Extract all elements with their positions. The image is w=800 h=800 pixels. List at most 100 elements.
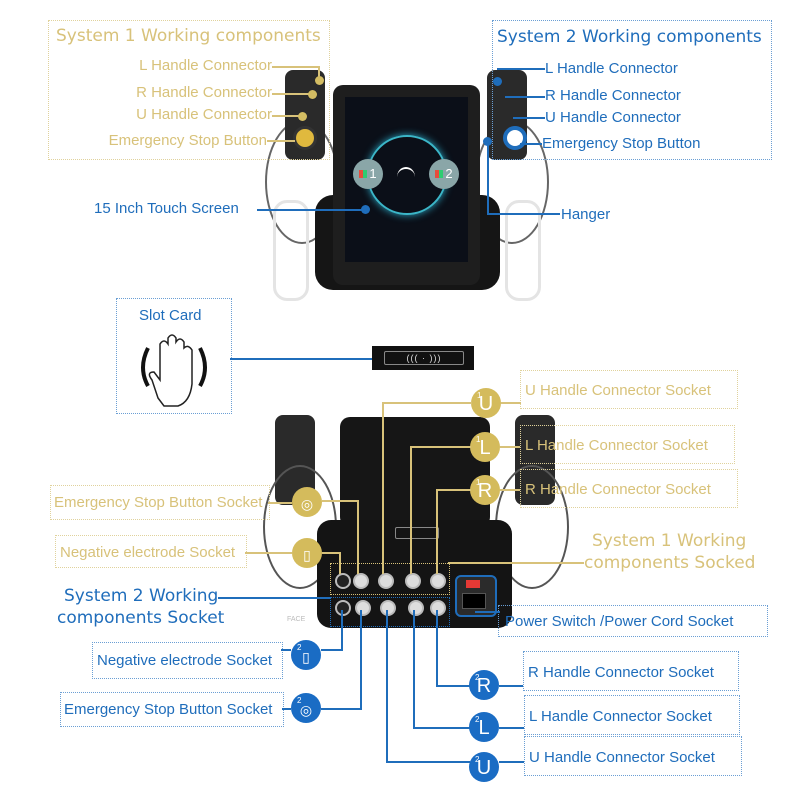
s1-emergency-circle: ◎: [292, 487, 322, 517]
leader-line: [436, 685, 470, 687]
s2-l-handle-label: L Handle Connector: [545, 60, 678, 77]
s1-negative-socket[interactable]: [335, 573, 351, 589]
touch-screen[interactable]: 1 2: [345, 97, 468, 262]
s1-emergency-socket[interactable]: [353, 573, 369, 589]
leader-line: [322, 500, 358, 502]
s2-emergency-label: Emergency Stop Button: [542, 135, 701, 152]
s2-r-socket[interactable]: [430, 600, 446, 616]
leader-line: [357, 500, 359, 574]
leader-dot: [308, 90, 317, 99]
leader-line: [322, 552, 340, 554]
hanger-label: Hanger: [561, 206, 611, 223]
s2-u-socket[interactable]: [380, 600, 396, 616]
s1-u-socket[interactable]: [378, 573, 394, 589]
leader-line: [500, 446, 520, 448]
leader-line: [436, 489, 471, 491]
slot-card-box: [116, 298, 232, 414]
s2-l-socket-box: [524, 695, 740, 735]
s2-r-socket-label: R Handle Connector Socket: [528, 664, 714, 681]
leader-line: [341, 610, 343, 651]
leader-line: [413, 610, 415, 728]
system1-components-box: [48, 20, 330, 160]
emergency-stop-button-right[interactable]: [503, 126, 527, 150]
s1-l-socket-box: [520, 425, 735, 464]
card-reader-panel[interactable]: ((( · ))): [372, 346, 474, 370]
leader-line: [360, 610, 362, 710]
power-label-box: [498, 605, 768, 637]
leader-line: [339, 552, 341, 574]
windows-icon: [435, 170, 444, 178]
s2-negative-socket-box: [92, 642, 283, 679]
rear-card-reader: [395, 527, 439, 539]
system2-components-title: System 2 Working components: [497, 27, 762, 47]
leader-line: [499, 727, 524, 729]
leader-line: [448, 562, 584, 564]
s2-l-socket[interactable]: [408, 600, 424, 616]
s1-emergency-socket-label: Emergency Stop Button Socket: [54, 494, 263, 511]
s1-u-socket-box: [520, 370, 738, 409]
s2-negative-socket[interactable]: [335, 600, 351, 616]
s2-negative-socket-label: Negative electrode Socket: [97, 652, 273, 669]
s2-rear-title-line2: components Socket: [57, 608, 225, 628]
leader-line: [513, 117, 545, 119]
s1-negative-socket-label: Negative electrode Socket: [60, 544, 236, 561]
power-switch[interactable]: [466, 580, 480, 588]
system2-screen-button[interactable]: 2: [429, 159, 459, 189]
leader-line: [382, 402, 472, 404]
system1-screen-button[interactable]: 1: [353, 159, 383, 189]
leader-line: [386, 761, 470, 763]
leader-line: [257, 209, 365, 211]
s1-emergency-label: Emergency Stop Button: [108, 132, 267, 149]
leader-line: [436, 610, 438, 686]
s2-emergency-socket[interactable]: [355, 600, 371, 616]
s1-rear-title-line2: components Socked: [584, 553, 756, 573]
leader-dot: [315, 76, 324, 85]
leader-line: [386, 610, 388, 762]
emergency-button-icon: ◎: [299, 702, 313, 718]
leader-line: [487, 213, 560, 215]
leader-dot: [361, 205, 370, 214]
s1-l-socket[interactable]: [405, 573, 421, 589]
s1-negative-socket-box: [55, 535, 247, 568]
s2-u-socket-box: [524, 736, 742, 776]
s1-negative-circle: ▯: [292, 538, 322, 568]
power-label: Power Switch /Power Cord Socket: [505, 613, 734, 630]
hanger-tag-right: [505, 200, 541, 301]
face-tag: FACE: [287, 616, 306, 623]
leader-line: [505, 96, 545, 98]
leader-line: [272, 93, 312, 95]
monitor: 1 2: [333, 85, 480, 285]
s2-emergency-circle: 2◎: [291, 693, 321, 723]
s2-u-handle-label: U Handle Connector: [545, 109, 681, 126]
windows-icon: [359, 170, 368, 178]
s2-r-handle-label: R Handle Connector: [545, 87, 681, 104]
s1-r-socket-box: [520, 469, 738, 508]
system1-socket-panel: [330, 563, 450, 595]
s2-rear-title-line1: System 2 Working: [64, 586, 219, 606]
system2-components-box: [492, 20, 772, 160]
leader-line: [282, 708, 291, 710]
power-cord-socket[interactable]: [462, 593, 486, 609]
s1-r-socket[interactable]: [430, 573, 446, 589]
s1-r-socket-label: R Handle Connector Socket: [525, 481, 711, 498]
emergency-stop-button-left[interactable]: [293, 126, 317, 150]
system2-socket-panel: [330, 597, 450, 627]
leader-line: [499, 685, 523, 687]
s2-r-socket-box: [523, 651, 739, 691]
leader-line: [321, 708, 362, 710]
s2-l-socket-label: L Handle Connector Socket: [529, 708, 712, 725]
leader-line: [272, 66, 320, 68]
leader-line: [218, 597, 330, 599]
s2-u-socket-label: U Handle Connector Socket: [529, 749, 715, 766]
leader-line: [268, 502, 292, 504]
slot-card-label: Slot Card: [139, 307, 202, 324]
s2-emergency-socket-label: Emergency Stop Button Socket: [64, 701, 273, 718]
hand-tap-icon: [138, 328, 210, 408]
leader-line: [436, 489, 438, 574]
electrode-icon: ▯: [303, 547, 311, 563]
leader-dot: [493, 77, 502, 86]
